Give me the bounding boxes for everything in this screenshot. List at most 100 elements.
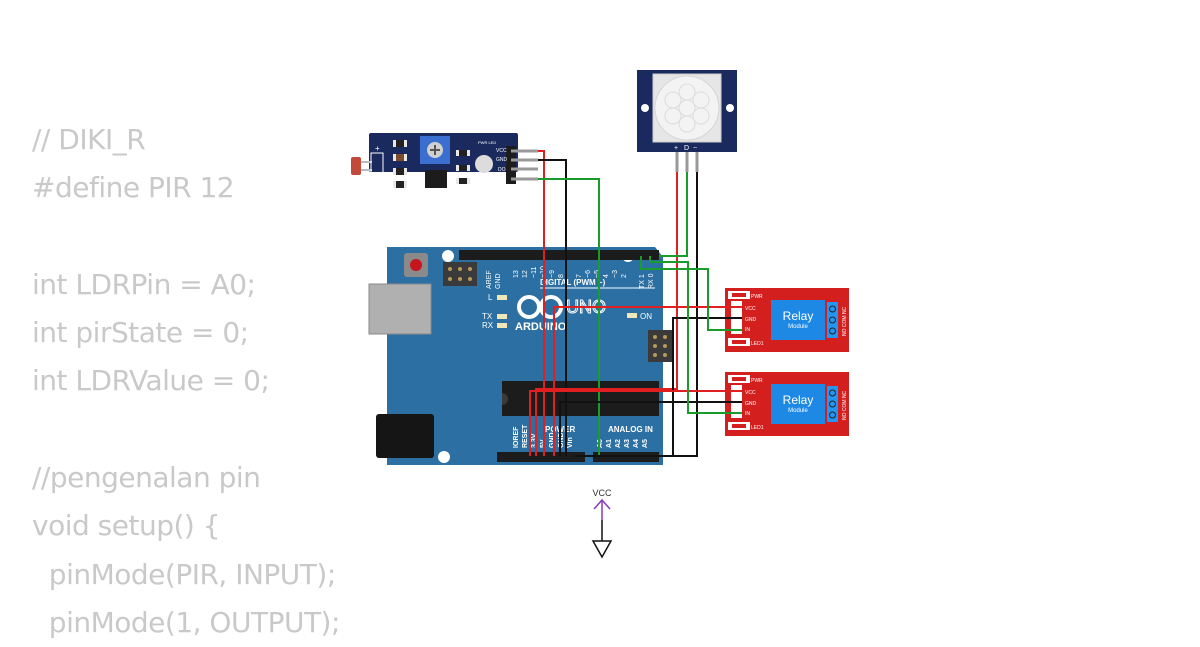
wire-relay1-vcc[interactable] [553,306,742,456]
wire-pir-data[interactable] [659,172,688,257]
wire-relay2-in[interactable] [649,256,742,414]
digital-header[interactable] [459,250,659,260]
ldr-status-led [475,155,493,173]
wire-pir-gnd[interactable] [575,172,698,457]
pin-label: ~11 [531,267,538,278]
relay-pwr-label: PWR [751,378,763,384]
pin-label: GND [495,273,502,289]
pin-label: ~5 [594,270,601,278]
analog-pin-labels: A0 A1 A2 A3 A4 A5 [597,439,649,448]
mounting-hole [438,451,450,463]
pin-label: ~6 [585,270,592,278]
pir-pin-labels: + D − [674,145,697,152]
relay-screw-terminal[interactable] [827,386,838,422]
led-on-label: ON [640,312,652,321]
code-line: int pirState = 0; [32,316,249,350]
pin-label: AO [498,177,505,183]
pin-label: Vin [567,437,574,448]
icsp-header [443,262,477,286]
pin-label: − [693,145,697,152]
usb-port [368,283,432,335]
analog-header-label: ANALOG IN [608,425,653,434]
relay-terminal-labels: NO COM NC [842,390,848,420]
led-l [497,295,507,300]
wire-relay1-in[interactable] [640,256,742,331]
pin-label: A3 [624,439,631,448]
comparator-chip [425,170,447,188]
pin-label: A1 [606,439,613,448]
pin-label: GND [745,317,757,323]
pin-label: RX 0 [648,273,655,289]
wire-relay2-vcc[interactable] [529,390,742,456]
relay-subtitle: Module [788,408,808,414]
ldr-sensor-module[interactable]: + − PWR LED DO LED VCC GND DO AO [351,133,538,191]
code-line: int LDRValue = 0; [32,364,270,398]
relay-led-label: LED1 [751,425,764,431]
ldr-minus-label: − [375,182,380,191]
code-line: void setup() { [32,509,221,543]
relay-coil [771,300,825,340]
relay-screw-terminal[interactable] [827,302,838,338]
code-line: //pengenalan pin [32,461,261,495]
pin-label: + [674,145,678,152]
code-line: pinMode(PIR, INPUT); [32,557,336,591]
mounting-hole [442,250,454,262]
pir-fresnel-lens [654,75,720,141]
ground-symbol-icon [591,540,613,559]
wire-ldr-gnd[interactable] [538,159,567,456]
led-rx [497,323,507,328]
wire-relay1-gnd[interactable] [672,317,742,456]
relay-title: Relay [783,393,814,407]
pin-label: IOREF [513,426,520,448]
led-l-label: L [488,293,493,302]
relay-led-label: LED1 [751,341,764,347]
wire-pir-vcc[interactable] [535,172,678,456]
pin-label: IN [745,411,750,417]
vcc-label: VCC [592,488,612,498]
pir-motion-sensor[interactable]: + D − [637,70,737,172]
wire-ldr-ao[interactable] [538,178,600,456]
power-header[interactable] [497,452,585,462]
relay-pin-labels: VCC GND IN [745,306,757,333]
brand-label: ARDUINO [515,321,567,333]
power-jack [376,414,434,458]
pin-label: 3.3V [531,433,538,448]
code-line: #define PIR 12 [32,171,235,205]
code-line: int LDRPin = A0; [32,267,256,301]
wire-ldr-vcc[interactable] [538,150,545,456]
vcc-power-symbol[interactable]: VCC [591,488,613,559]
pin-label: GND [745,401,757,407]
pin-label: ~9 [549,270,556,278]
relay-module-1[interactable]: PWR LED1 VCC GND IN Relay Module NO COM … [725,288,849,352]
pin-label: GND [558,432,565,448]
pin-label: A4 [633,439,640,448]
pin-label: 13 [513,270,520,278]
relay-coil [771,384,825,424]
pin-label: VCC [745,390,756,396]
code-line: // DIKI_R [32,123,146,156]
pin-label: 2 [621,274,628,278]
pin-label: 8 [558,274,565,278]
ldr-pwr-led-label: PWR LED [478,140,496,145]
pin-label: IN [745,327,750,333]
ldr-plus-label: + [375,144,380,153]
relay-module-2[interactable]: PWR LED1 VCC GND IN Relay Module NO COM … [725,372,849,436]
pin-label: A2 [615,439,622,448]
arduino-uno-board[interactable]: AREF GND 13 12 ~11 ~10 ~9 8 7 ~6 ~5 4 ~3… [368,247,672,465]
wire-relay2-gnd[interactable] [559,401,742,456]
led-on [627,313,637,318]
pin-label: D [684,145,689,152]
relay-terminal-labels: NO COM NC [842,306,848,336]
relay-pwr-label: PWR [751,294,763,300]
pin-label: VCC [496,148,507,154]
pin-label: 7 [576,274,583,278]
pin-label: AREF [486,270,493,289]
relay-subtitle: Module [788,324,808,330]
atmega-chip [502,381,659,416]
wires[interactable] [529,150,742,457]
pin-label: DO [498,167,506,173]
relay-title: Relay [783,309,814,323]
pin-label: ~3 [612,270,619,278]
pin-label: 4 [603,274,610,278]
circuit-canvas[interactable]: AREF GND 13 12 ~11 ~10 ~9 8 7 ~6 ~5 4 ~3… [0,0,1200,630]
